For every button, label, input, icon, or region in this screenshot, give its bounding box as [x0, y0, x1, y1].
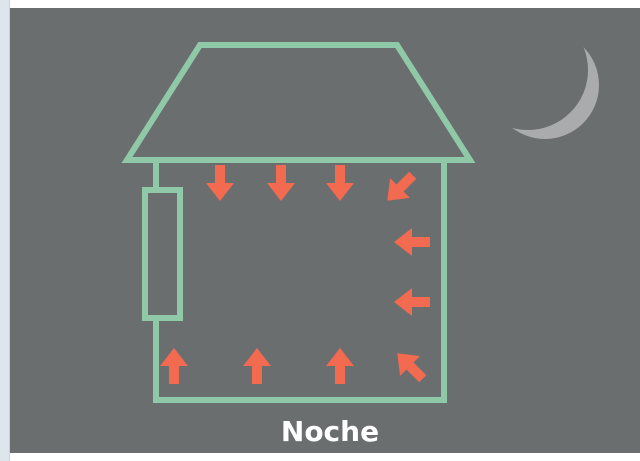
arrow-bottom-3 — [326, 348, 354, 384]
arrow-top-3 — [326, 165, 354, 201]
arrow-top-2 — [267, 165, 295, 201]
arrow-corner-top-right — [377, 165, 422, 210]
arrow-bottom-1 — [160, 348, 188, 384]
arrow-corner-bottom-right — [387, 343, 432, 388]
house-outline-icon — [127, 45, 470, 400]
caption-label: Noche — [230, 412, 430, 452]
arrow-right-2 — [394, 288, 430, 316]
crescent-moon-icon — [491, 31, 599, 139]
arrow-group — [160, 165, 433, 389]
arrow-bottom-2 — [243, 348, 271, 384]
house-door — [145, 190, 180, 318]
arrow-right-1 — [394, 228, 430, 256]
arrow-top-1 — [206, 165, 234, 201]
house-roof — [127, 45, 470, 160]
